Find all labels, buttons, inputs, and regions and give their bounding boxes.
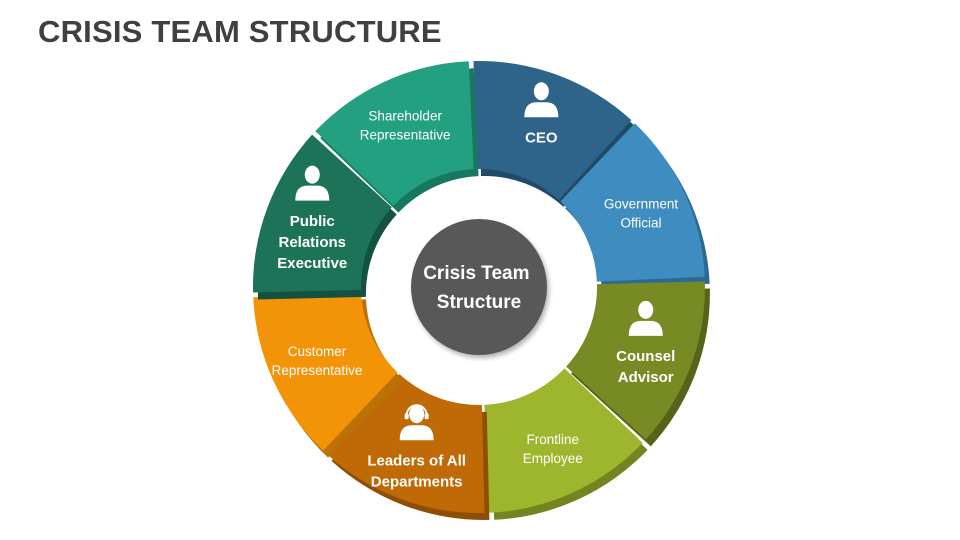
segment-public-relations-executive-label-line-1: Public xyxy=(290,213,335,230)
segment-public-relations-executive-face xyxy=(253,134,392,293)
center-circle xyxy=(411,219,547,355)
segment-counsel-advisor-label-line-2: Advisor xyxy=(618,369,674,386)
center-label-line-1: Crisis Team xyxy=(423,263,529,284)
segment-counsel-advisor-label-line-1: Counsel xyxy=(616,348,675,365)
segment-leaders-of-all-departments-label-line-2: Departments xyxy=(371,473,463,490)
segment-ceo-label-line-1: CEO xyxy=(525,130,558,147)
center-hub: Crisis Team Structure xyxy=(411,219,547,355)
segment-public-relations-executive-label-line-3: Executive xyxy=(277,255,347,272)
segment-government-official-label-line-1: Government xyxy=(604,196,679,211)
segment-leaders-of-all-departments-label-line-1: Leaders of All xyxy=(367,452,466,469)
svg-text:Crisis Team Structure: Crisis Team Structure xyxy=(423,263,535,313)
person-icon xyxy=(295,165,330,201)
headset-person-icon xyxy=(399,404,434,441)
segment-ceo: CEO xyxy=(473,61,637,207)
segment-customer-representative-label-line-2: Representative xyxy=(272,363,363,378)
segment-ceo-face xyxy=(473,61,632,200)
segment-frontline-employee-face xyxy=(484,368,643,513)
person-icon xyxy=(628,300,663,336)
segment-frontline-employee-label-line-1: Frontline xyxy=(527,432,580,447)
segment-government-official-label-line-2: Official xyxy=(620,215,661,230)
segment-shareholder-representative-label-line-1: Shareholder xyxy=(368,108,442,123)
segment-customer-representative-face xyxy=(253,292,398,451)
segment-frontline-employee-label-line-2: Employee xyxy=(523,451,583,466)
center-label-line-2: Structure xyxy=(437,292,521,313)
segment-public-relations-executive-label-line-2: Relations xyxy=(279,234,347,251)
segment-government-official-face xyxy=(560,123,705,282)
person-icon xyxy=(524,82,559,118)
segment-customer-representative-label-line-1: Customer xyxy=(288,344,347,359)
slide-title: CRISIS TEAM STRUCTURE xyxy=(38,14,442,49)
segment-shareholder-representative-label-line-2: Representative xyxy=(360,127,451,142)
segment-shareholder-representative-face xyxy=(315,61,474,206)
segment-counsel-advisor-face xyxy=(566,281,705,440)
segment-ceo-label: CEO xyxy=(525,130,558,147)
segment-leaders-of-all-departments-face xyxy=(326,374,485,513)
